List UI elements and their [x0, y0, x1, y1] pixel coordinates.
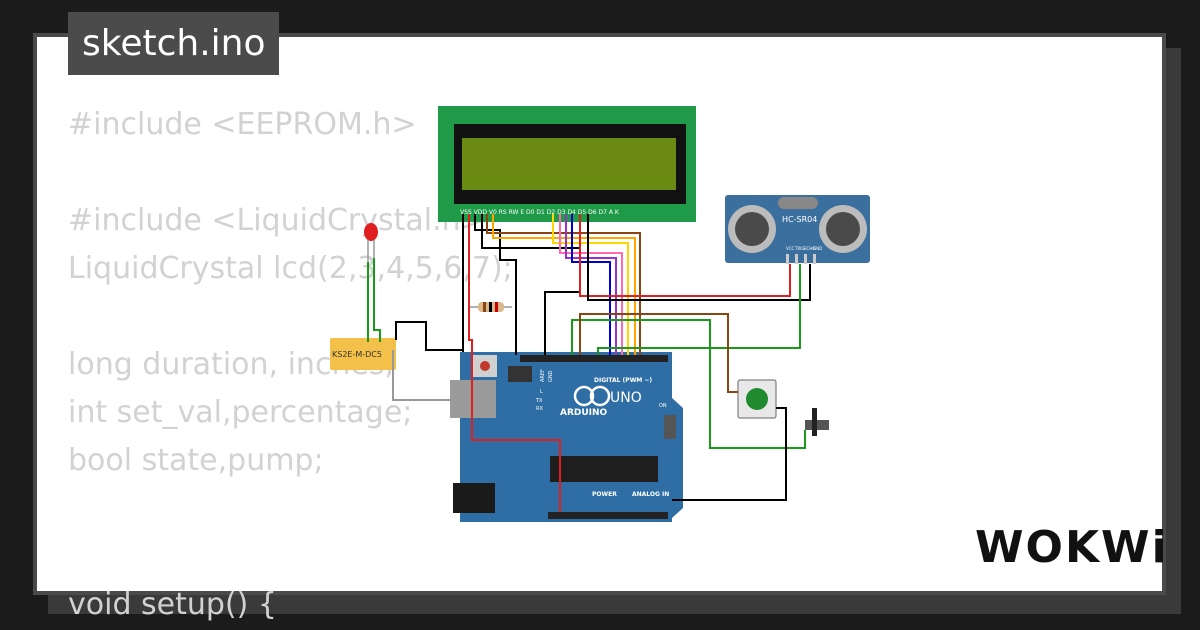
ultrasonic-pin-vcc: VCC [786, 246, 795, 251]
red-led[interactable] [364, 223, 378, 262]
code-line: int set_val,percentage; [68, 395, 413, 430]
code-line: bool state,pump; [68, 443, 324, 478]
code-line: #include <EEPROM.h> [68, 107, 417, 142]
arduino-rx-label: RX [536, 406, 543, 412]
arduino-analog-label: ANALOG IN [632, 491, 669, 498]
push-button[interactable] [737, 379, 777, 419]
ultrasonic-pin-trig: TRIG [794, 246, 805, 251]
arduino-brand: ARDUINO [560, 408, 608, 418]
ultrasonic-label: HC-SR04 [782, 215, 817, 224]
code-line: LiquidCrystal lcd(2,3,4,5,6,7); [68, 251, 513, 286]
arduino-gnd-label: GND [548, 370, 554, 382]
lcd-pin-labels: VSS VDD V0 RS RW E D0 D1 D2 D3 D4 D5 D6 … [460, 209, 620, 216]
slide-switch[interactable] [805, 408, 829, 436]
arduino-on-label: ON [659, 403, 667, 409]
arduino-digital-label: DIGITAL (PWM ~) [594, 377, 652, 384]
relay-module[interactable]: KS2E-M-DC5 [330, 338, 396, 370]
filename-label: sketch.ino [68, 12, 280, 75]
wokwi-logo: WOKWi [975, 522, 1169, 573]
relay-label: KS2E-M-DC5 [332, 350, 382, 359]
code-line: void setup() { [68, 587, 277, 622]
arduino-l-label: L [540, 389, 543, 395]
ultrasonic-sensor[interactable]: HC-SR04 VCC TRIG ECHO GND [725, 195, 870, 264]
lcd-display[interactable]: VSS VDD V0 RS RW E D0 D1 D2 D3 D4 D5 D6 … [438, 106, 696, 222]
arduino-power-label: POWER [592, 491, 617, 498]
ultrasonic-pin-gnd: GND [813, 246, 822, 251]
wires [367, 214, 811, 512]
ultrasonic-pin-echo: ECHO [804, 246, 815, 251]
arduino-tx-label: TX [535, 398, 543, 404]
arduino-uno[interactable]: DIGITAL (PWM ~) ARDUINO UNO ON TX RX L A… [450, 352, 683, 522]
resistor[interactable] [470, 302, 512, 312]
arduino-model: UNO [610, 390, 642, 406]
arduino-aref-label: AREF [540, 369, 546, 382]
